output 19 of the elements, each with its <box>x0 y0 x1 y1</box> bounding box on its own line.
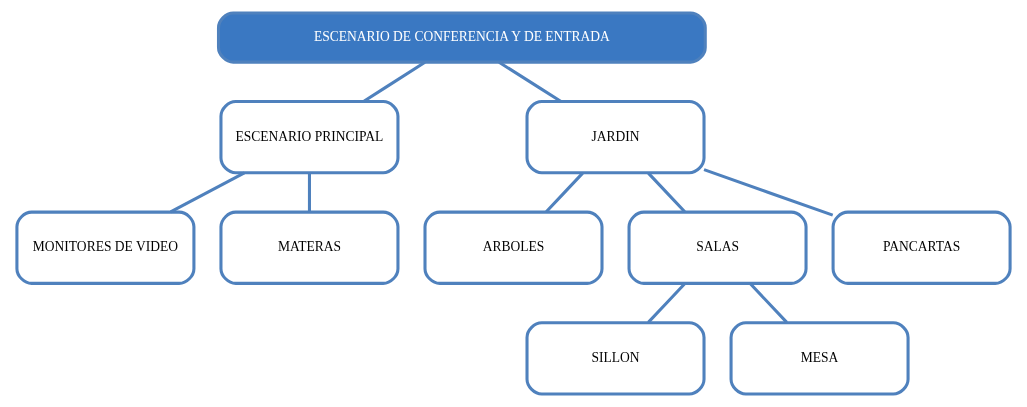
connector <box>749 282 788 324</box>
node-box: SILLON <box>525 321 706 396</box>
node-box: JARDIN <box>525 99 706 175</box>
node-box: ESCENARIO DE CONFERENCIA Y DE ENTRADA <box>216 11 707 64</box>
node-box: MONITORES DE VIDEO <box>15 210 196 285</box>
node-box: ARBOLES <box>423 210 604 285</box>
connector <box>545 172 584 213</box>
connector <box>647 282 686 324</box>
connector <box>498 61 562 103</box>
connector <box>363 61 426 103</box>
connector <box>307 173 311 212</box>
node-box: ESCENARIO PRINCIPAL <box>219 99 400 175</box>
node-box: MESA <box>729 321 910 396</box>
connector <box>703 168 834 217</box>
connector <box>647 172 686 213</box>
node-box: SALAS <box>627 210 808 285</box>
node-box: MATERAS <box>219 210 400 285</box>
connector <box>169 171 246 214</box>
node-box: PANCARTAS <box>831 210 1012 285</box>
